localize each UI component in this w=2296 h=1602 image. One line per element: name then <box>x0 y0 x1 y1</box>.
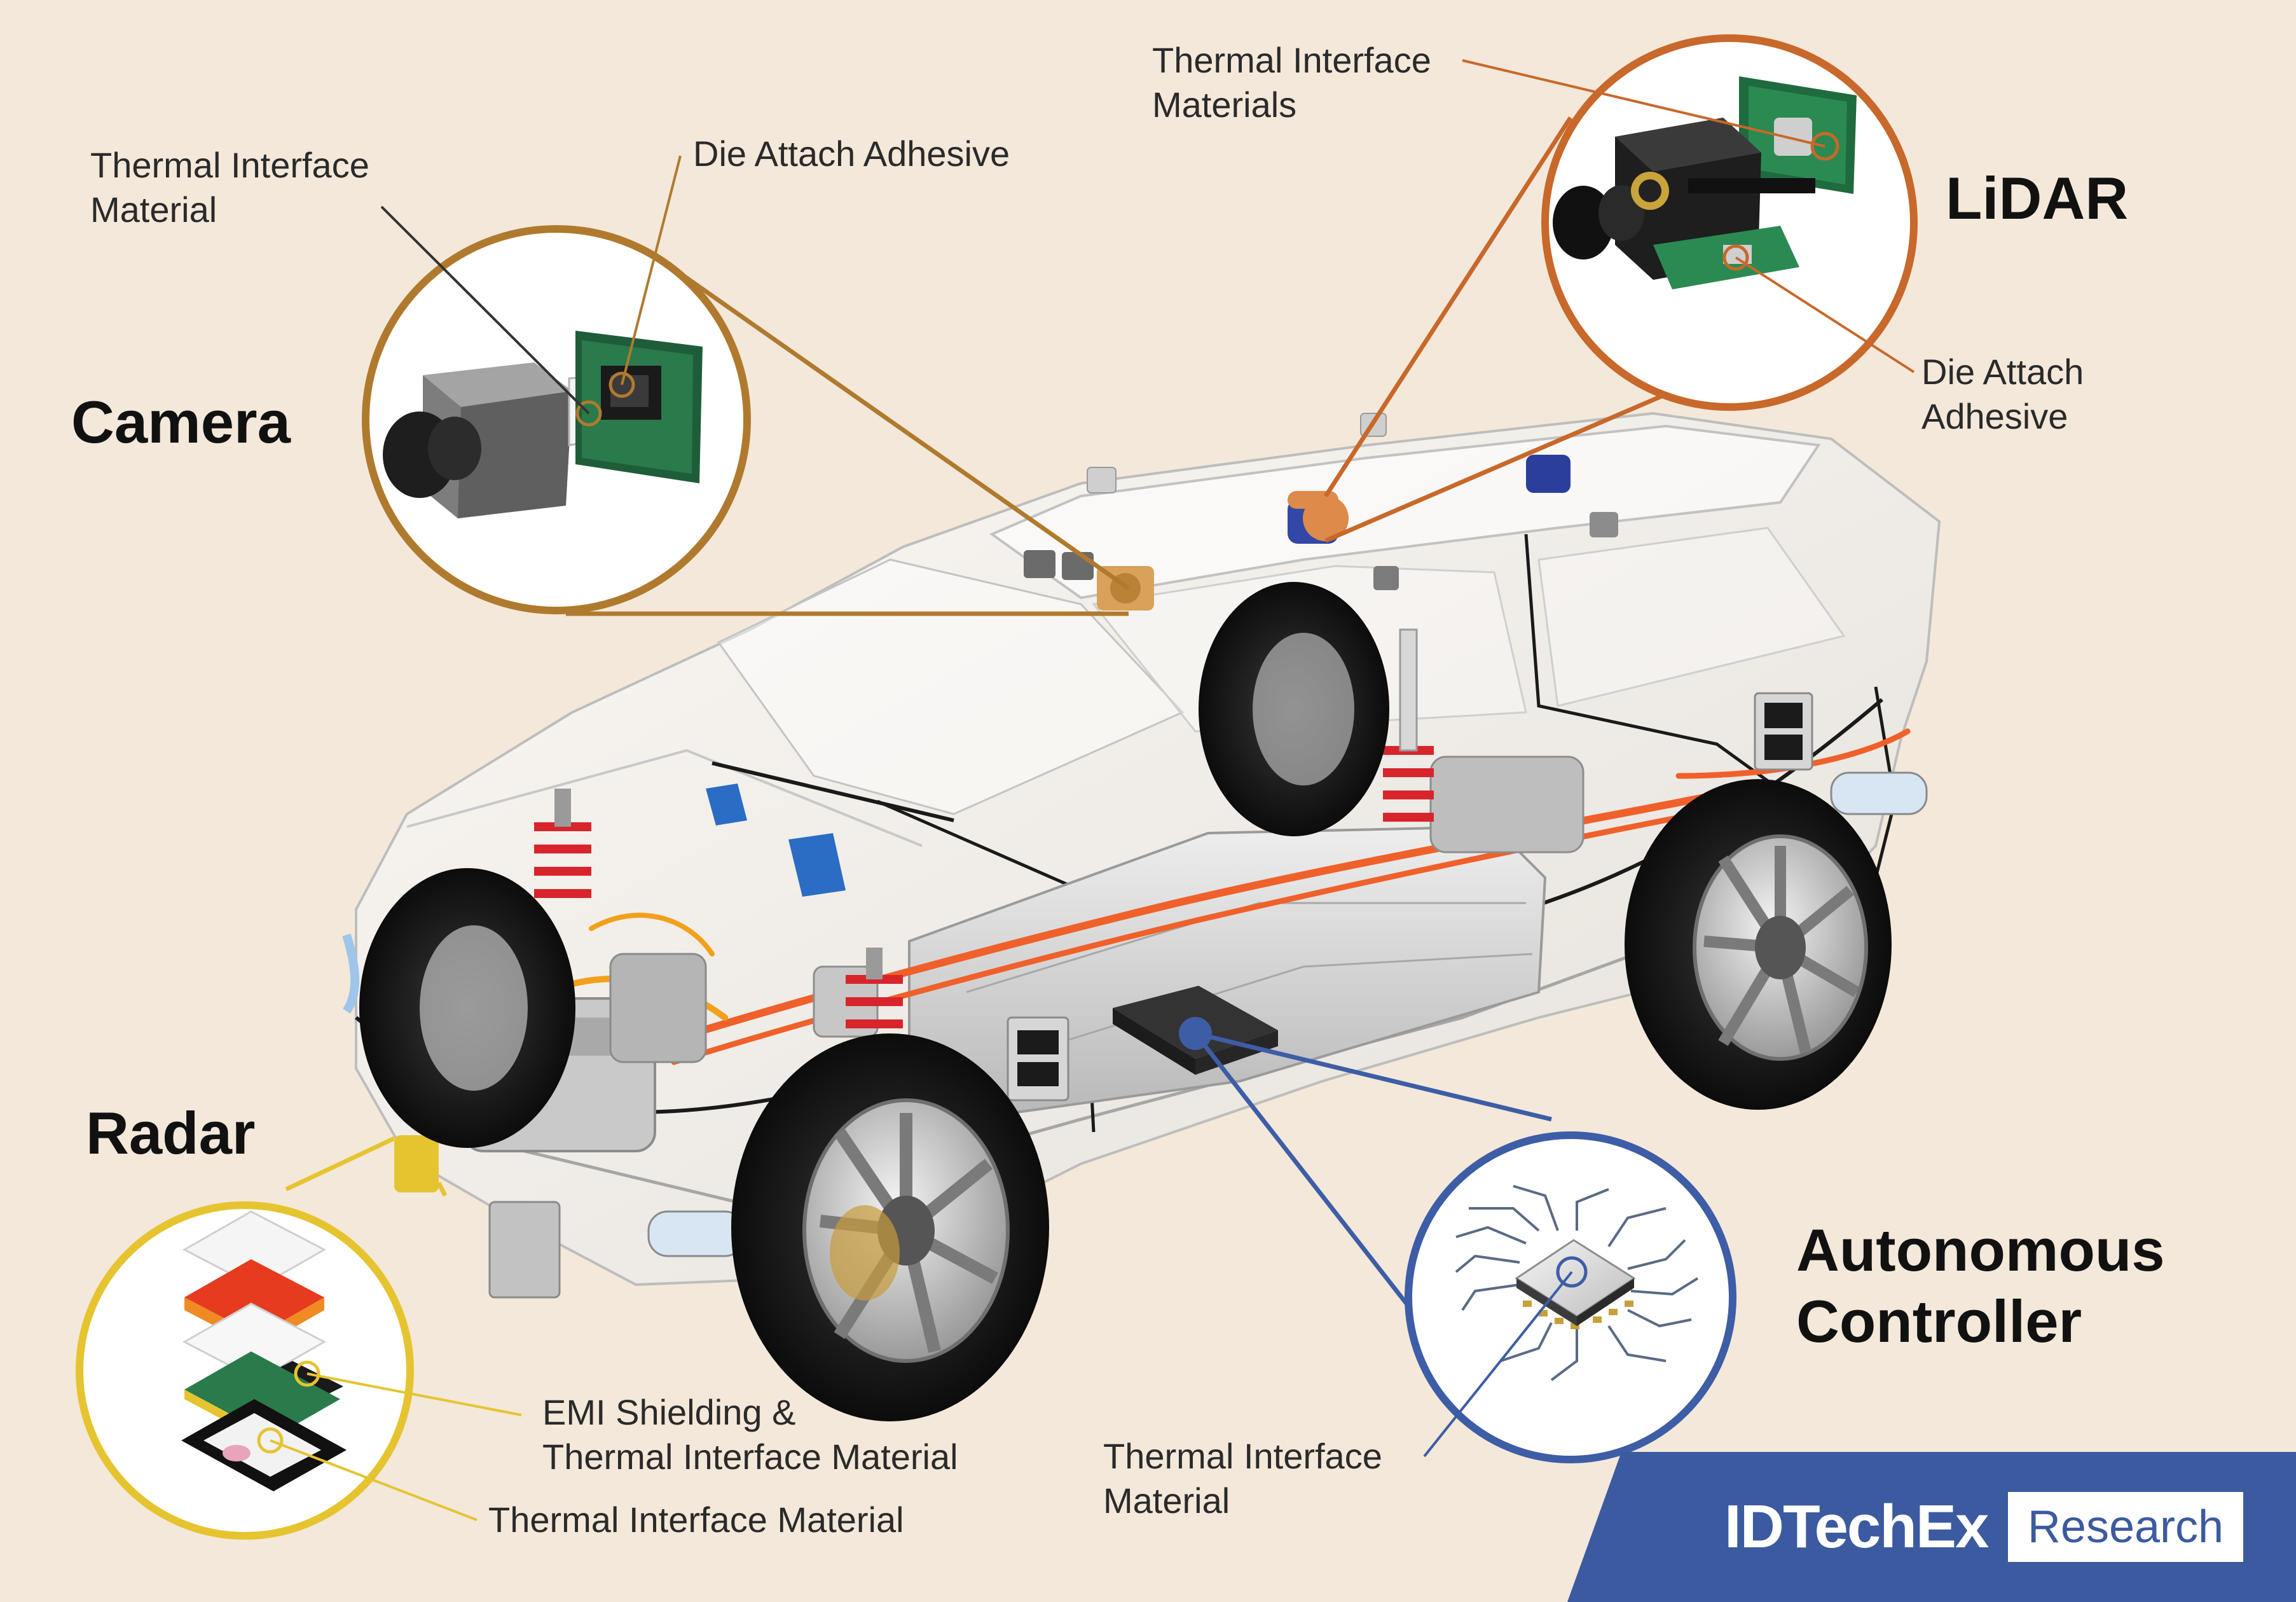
lidar-tim-label-line1: Thermal Interface <box>1152 40 1431 80</box>
controller-tim-label: Thermal Interface Material <box>1103 1434 1382 1523</box>
brand-name: IDTechEx <box>1724 1493 1989 1561</box>
radar-emi-label-line2: Thermal Interface Material <box>542 1437 958 1477</box>
camera-leader <box>566 272 1131 616</box>
radar-emi-label-line1: EMI Shielding & <box>542 1392 796 1432</box>
radar-leader <box>285 1136 448 1197</box>
radar-tim-label-line1: Thermal Interface Material <box>488 1500 904 1540</box>
wheels <box>359 582 1892 1421</box>
brand-bar <box>1567 1452 2296 1602</box>
radar-heading: Radar <box>86 1100 256 1166</box>
controller-heading-line1: Autonomous <box>1796 1217 2165 1283</box>
radar-emi-label: EMI Shielding & Thermal Interface Materi… <box>542 1390 958 1479</box>
camera-heading: Camera <box>71 389 291 455</box>
camera-tim-label-line1: Thermal Interface <box>90 145 369 185</box>
controller-tim-label-line2: Material <box>1103 1481 1230 1521</box>
body-sensors <box>342 692 1928 1299</box>
camera-callout <box>362 155 751 614</box>
brand-tag: Research <box>2008 1492 2243 1562</box>
lidar-leader <box>1324 116 1712 543</box>
lidar-heading: LiDAR <box>1946 165 2129 231</box>
camera-die-label-line1: Die Attach Adhesive <box>693 134 1010 174</box>
roof-sensors <box>1024 413 1618 611</box>
controller-leader <box>1179 1017 1552 1312</box>
radar-tim-label: Thermal Interface Material <box>488 1498 904 1542</box>
rear-right-wheel <box>1625 779 1892 1110</box>
camera-tim-label-line2: Material <box>90 190 217 230</box>
lidar-callout <box>1462 34 1918 411</box>
radar-callout <box>76 1201 522 1540</box>
car-body <box>355 411 1941 1287</box>
controller-callout <box>1405 1131 1736 1463</box>
lidar-tim-label: Thermal Interface Materials <box>1152 38 1431 127</box>
controller-heading-line2: Controller <box>1796 1288 2082 1355</box>
lidar-die-label: Die Attach Adhesive <box>1921 350 2084 439</box>
front-right-wheel <box>731 1033 1049 1421</box>
lidar-die-label-line1: Die Attach <box>1921 352 2084 392</box>
camera-die-label: Die Attach Adhesive <box>693 132 1010 176</box>
controller-tim-label-line1: Thermal Interface <box>1103 1436 1382 1476</box>
camera-tim-label: Thermal Interface Material <box>90 143 369 232</box>
lidar-die-label-line2: Adhesive <box>1921 396 2068 436</box>
controller-heading: Autonomous Controller <box>1796 1215 2165 1357</box>
lidar-tim-label-line2: Materials <box>1152 85 1297 125</box>
